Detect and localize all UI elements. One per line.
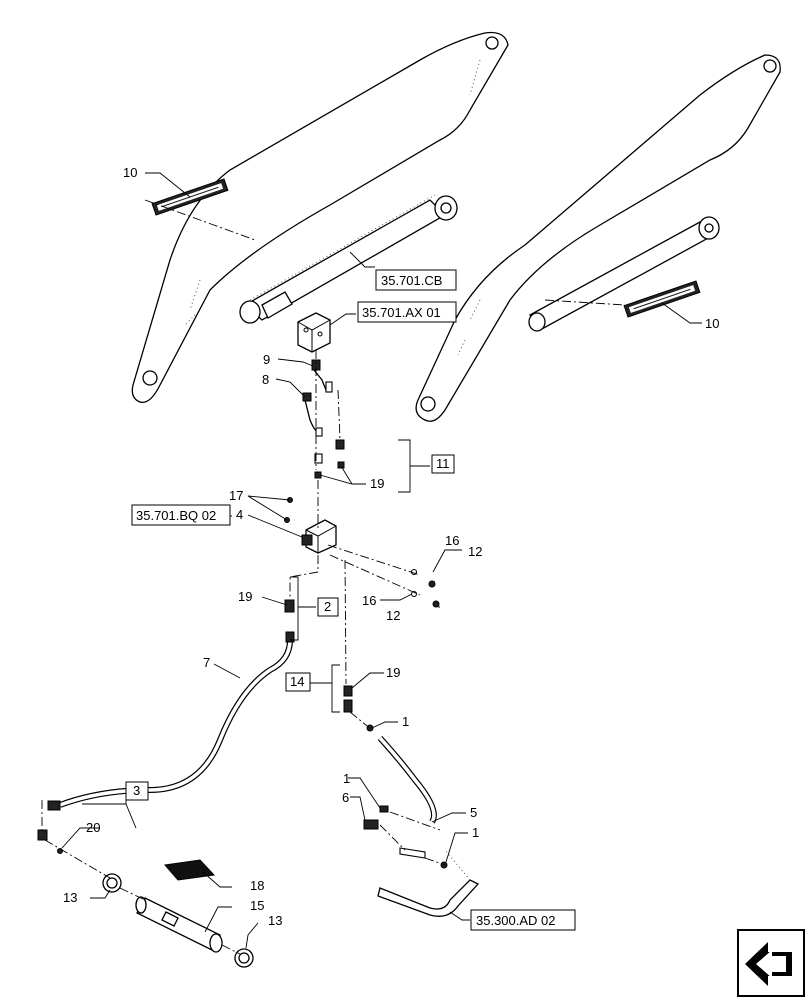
boxed-callouts: 11 2 14 3 [125, 454, 455, 801]
callout-13-right: 13 [268, 913, 282, 928]
callout-10-right: 10 [705, 316, 719, 331]
callout-8: 8 [262, 372, 269, 387]
center-lines [41, 199, 626, 955]
left-lift-cylinder [239, 194, 458, 324]
callout-18: 18 [250, 878, 264, 893]
boxed-14: 14 [290, 674, 304, 689]
upper-valve-block [297, 312, 331, 353]
bolts-16-12 [410, 568, 440, 608]
callout-20: 20 [86, 820, 100, 835]
callout-16-a: 16 [445, 533, 459, 548]
boxed-11: 11 [436, 456, 450, 471]
callout-17: 17 [229, 488, 243, 503]
boxed-2: 2 [324, 599, 331, 614]
callout-12-a: 12 [468, 544, 482, 559]
previous-page-arrow-icon[interactable] [737, 929, 805, 997]
cylinder-15 [135, 896, 223, 953]
callout-19-c: 19 [386, 665, 400, 680]
callout-numbers: 10 10 9 8 17 4 19 19 19 16 12 16 12 7 1 … [63, 165, 719, 928]
reference-boxes: 35.701.CB 35.701.AX 01 35.701.BQ 02 35.3… [131, 269, 576, 931]
ref-35-300-ad-02: 35.300.AD 02 [476, 913, 556, 928]
callout-15: 15 [250, 898, 264, 913]
steel-tubes [302, 359, 333, 437]
right-loader-arm [415, 54, 781, 422]
callout-1-c: 1 [472, 825, 479, 840]
ref-35-701-cb: 35.701.CB [381, 273, 442, 288]
right-lift-cylinder [528, 216, 720, 332]
decal-18 [164, 859, 216, 881]
callout-6: 6 [342, 790, 349, 805]
callout-19-a: 19 [370, 476, 384, 491]
callout-12-b: 12 [386, 608, 400, 623]
left-loader-arm [131, 31, 509, 404]
callout-4: 4 [236, 507, 243, 522]
fittings-group-11 [314, 439, 345, 479]
callout-13-left: 13 [63, 890, 77, 905]
hose-5 [343, 685, 448, 869]
callout-9: 9 [263, 352, 270, 367]
callout-7: 7 [203, 655, 210, 670]
callout-10-left: 10 [123, 165, 137, 180]
ref-35-701-ax-01: 35.701.AX 01 [362, 305, 441, 320]
brackets [82, 439, 430, 829]
callout-16-b: 16 [362, 593, 376, 608]
callout-5: 5 [470, 805, 477, 820]
callout-1-b: 1 [343, 771, 350, 786]
hose-7 [37, 599, 295, 854]
ref-35-701-bq-02: 35.701.BQ 02 [136, 508, 216, 523]
pipe-assembly [377, 849, 480, 917]
callout-19-b: 19 [238, 589, 252, 604]
boxed-3: 3 [133, 783, 140, 798]
callout-1-a: 1 [402, 714, 409, 729]
right-decal [623, 280, 701, 318]
leader-lines [61, 172, 702, 949]
